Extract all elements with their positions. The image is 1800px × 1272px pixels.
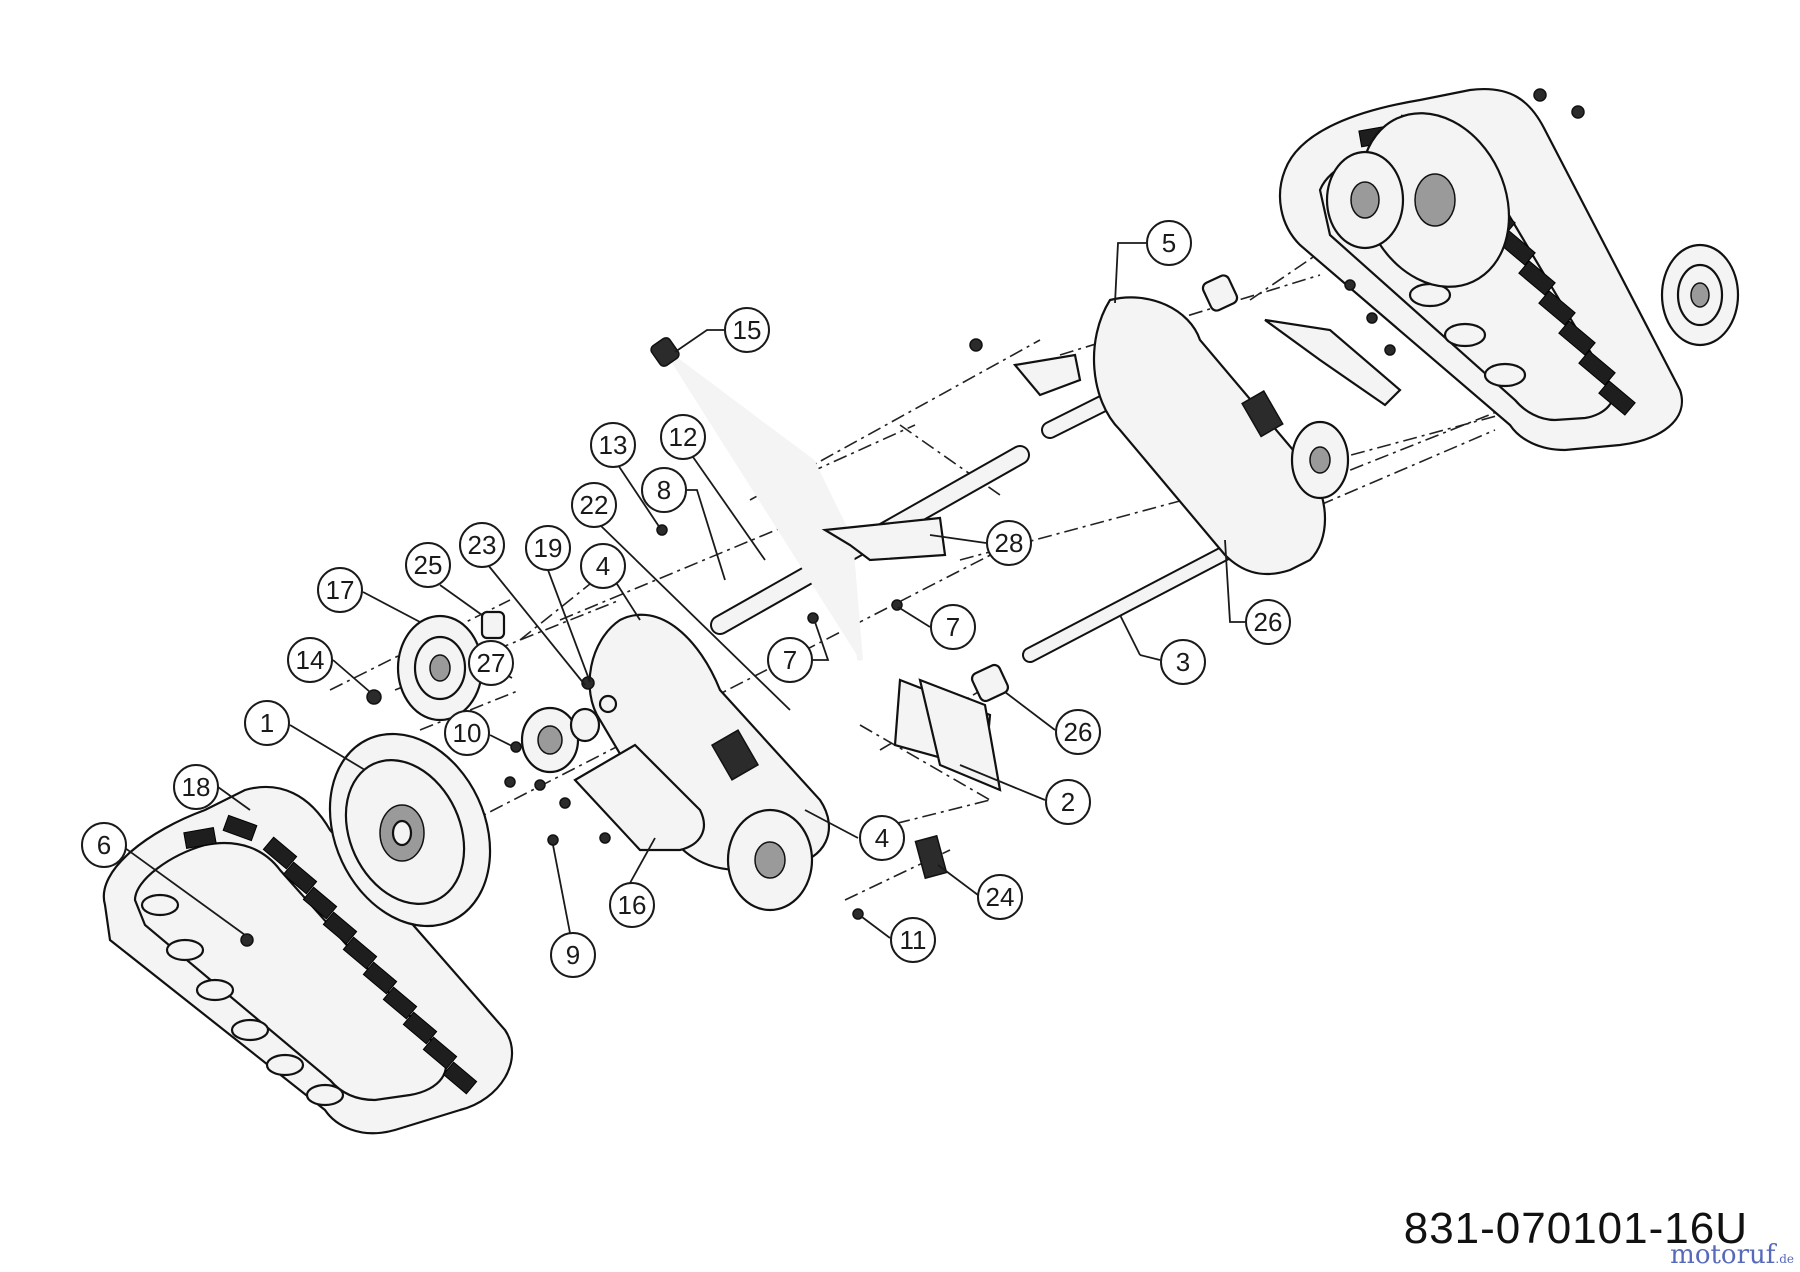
callout-24 — [977, 874, 1023, 920]
left-frame-plate — [588, 613, 830, 912]
callout-19 — [525, 525, 571, 571]
callout-10 — [444, 710, 490, 756]
callout-2-label: 2 — [1061, 787, 1075, 817]
callout-15-label: 15 — [733, 315, 762, 345]
callout-27 — [468, 640, 514, 686]
callout-27-label: 27 — [477, 648, 506, 678]
shift-bracket — [821, 516, 947, 562]
callouts: 1 2 3 4 4 5 6 7 7 8 — [81, 220, 1291, 978]
right-idler-wheel — [1660, 243, 1740, 347]
callout-4a-label: 4 — [596, 551, 610, 581]
callout-5 — [1146, 220, 1192, 266]
callout-12 — [660, 414, 706, 460]
right-chain-cover — [1264, 318, 1402, 407]
callout-23 — [459, 522, 505, 568]
callout-18-label: 18 — [182, 772, 211, 802]
callout-25-label: 25 — [414, 550, 443, 580]
left-bearing-hub — [520, 706, 601, 774]
watermark-text: motoruf — [1670, 1240, 1776, 1270]
callout-14-label: 14 — [296, 645, 325, 675]
callout-5-label: 5 — [1162, 228, 1176, 258]
left-track-treads — [183, 814, 478, 1095]
callout-7a-label: 7 — [946, 612, 960, 642]
callout-9-label: 9 — [566, 940, 580, 970]
callout-1 — [244, 700, 290, 746]
block-part — [914, 834, 948, 880]
callout-28 — [986, 520, 1032, 566]
callout-26a-label: 26 — [1254, 607, 1283, 637]
hardware — [240, 88, 1585, 947]
callout-12-label: 12 — [669, 422, 698, 452]
callout-25 — [405, 542, 451, 588]
callout-16-label: 16 — [618, 890, 647, 920]
callout-17 — [317, 567, 363, 613]
callout-4a — [580, 543, 626, 589]
callout-19-label: 19 — [534, 533, 563, 563]
left-track-lugs — [140, 893, 345, 1107]
callout-22 — [571, 482, 617, 528]
callout-4b — [859, 815, 905, 861]
callout-22-label: 22 — [580, 490, 609, 520]
callout-4b-label: 4 — [875, 823, 889, 853]
bushings — [480, 274, 1239, 703]
right-drive-sprocket — [1325, 112, 1511, 288]
callout-6 — [81, 822, 127, 868]
callout-10-label: 10 — [453, 718, 482, 748]
shift-plate — [893, 678, 1002, 792]
callout-23-label: 23 — [468, 530, 497, 560]
watermark-logo: motoruf.de — [1670, 1240, 1794, 1270]
callout-16 — [609, 882, 655, 928]
callout-11 — [890, 917, 936, 963]
callout-1-label: 1 — [260, 708, 274, 738]
left-track — [102, 785, 514, 1135]
right-track-lugs — [1408, 282, 1527, 388]
callout-17-label: 17 — [326, 575, 355, 605]
left-drive-sprocket — [328, 732, 492, 928]
callout-26a — [1245, 599, 1291, 645]
callout-8-label: 8 — [657, 475, 671, 505]
callout-26b — [1055, 709, 1101, 755]
callout-2 — [1045, 779, 1091, 825]
right-frame-plate — [1012, 296, 1350, 575]
callout-24-label: 24 — [986, 882, 1015, 912]
callout-13-label: 13 — [599, 430, 628, 460]
callout-6-label: 6 — [97, 830, 111, 860]
callout-7b — [767, 637, 813, 683]
left-idler-wheel — [396, 614, 484, 722]
callout-11-label: 11 — [900, 925, 927, 955]
callout-14 — [287, 637, 333, 683]
callout-8 — [641, 467, 687, 513]
callout-26b-label: 26 — [1064, 717, 1093, 747]
callout-15 — [724, 307, 770, 353]
watermark-suffix: .de — [1775, 1252, 1794, 1266]
drawing-number: 831-070101-16U — [1403, 1204, 1748, 1253]
shift-lever — [650, 337, 863, 661]
callout-7a — [930, 604, 976, 650]
callout-7b-label: 7 — [783, 645, 797, 675]
left-chain-cover — [573, 743, 706, 852]
callout-13 — [590, 422, 636, 468]
callout-9 — [550, 932, 596, 978]
callout-3 — [1160, 639, 1206, 685]
callout-28-label: 28 — [995, 528, 1024, 558]
callout-3-label: 3 — [1176, 647, 1190, 677]
callout-18 — [173, 764, 219, 810]
